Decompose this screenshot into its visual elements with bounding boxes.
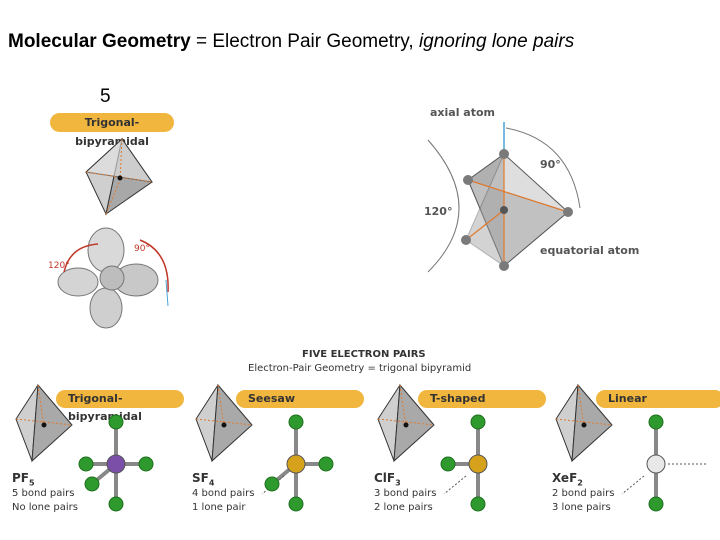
orbital-angle-90: 90° [134,244,150,254]
fluorine-atom [84,476,100,492]
fluorine-atom [470,496,486,512]
five-electron-pairs-heading: FIVE ELECTRON PAIRS [302,349,426,360]
trigonal-bipyramidal-label: Trigonal-bipyramidal [50,113,174,148]
electron-pair-count: 5 [100,86,111,107]
panel-2-geometry-label: Seesaw [236,390,364,408]
fluorine-atom [108,414,124,430]
fluorine-atom [288,414,304,430]
panel-4-bipyramid-diagram [555,383,613,463]
page-title: Molecular Geometry = Electron Pair Geome… [8,31,574,53]
panel-1-geometry-label: Trigonal-bipyramidal [56,390,184,423]
fluorine-atom [108,496,124,512]
fluorine-atom [470,414,486,430]
panel-3-bipyramid-diagram [377,383,435,463]
fluorine-atom [288,496,304,512]
central-atom [106,454,126,474]
electron-pair-geometry-subheading: Electron-Pair Geometry = trigonal bipyra… [248,363,472,374]
orbital-angle-120: 120° [48,261,70,271]
fluorine-atom [648,496,664,512]
angle-120-label: 120° [424,205,453,218]
central-atom [646,454,666,474]
panel-2-formula: SF4 [192,471,215,488]
fluorine-atom [648,414,664,430]
panel-4-molecule-model [621,414,706,512]
equatorial-atom-label: equatorial atom [540,244,640,257]
fluorine-atom [78,456,94,472]
title-italic: ignoring lone pairs [418,31,575,52]
title-rest: = Electron Pair Geometry, [190,31,419,52]
panel-1-bipyramid-diagram [15,383,73,463]
fluorine-atom [264,476,280,492]
panel-4-formula: XeF2 [552,471,583,488]
panel-2-bipyramid-diagram [195,383,253,463]
panel-3-formula: ClF3 [374,471,401,488]
axial-atom-label: axial atom [430,106,496,119]
fluorine-atom [440,456,456,472]
fluorine-atom [138,456,154,472]
central-atom [286,454,306,474]
axial-equatorial-diagram [427,122,581,273]
small-bipyramid-diagram [84,137,154,216]
panel-2-molecule-model [261,414,334,512]
angle-90-label: 90° [540,158,561,171]
panel-1-molecule-model [78,414,154,512]
fluorine-atom [318,456,334,472]
title-bold: Molecular Geometry [8,31,191,52]
panel-4-geometry-label: Linear [596,390,720,408]
panel-1-formula: PF5 [12,471,35,488]
panel-3-molecule-model [440,414,488,512]
orbital-lobes-diagram [57,227,169,329]
panel-3-geometry-label: T-shaped [418,390,546,408]
central-atom [468,454,488,474]
